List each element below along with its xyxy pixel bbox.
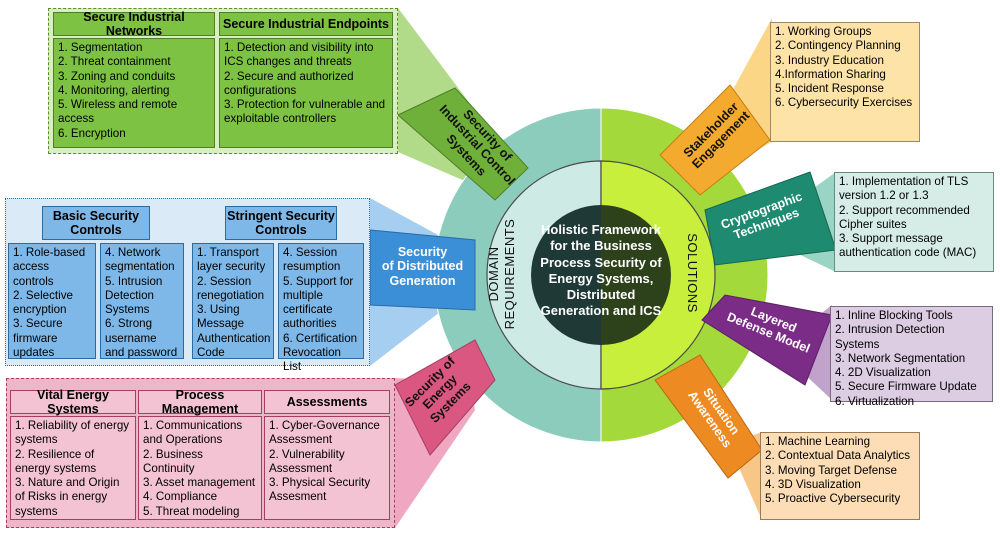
defense-notes: 1. Inline Blocking Tools 2. Intrusion De… (830, 306, 993, 408)
crypto-notes: 1. Implementation of TLS version 1.2 or … (834, 172, 994, 272)
distributed-tab-label: Security of Distributed Generation (381, 245, 464, 288)
ics-col2-body: 1. Detection and visibility into ICS cha… (219, 38, 393, 148)
distributed-stringent-right: 4. Session resumption 5. Support for mul… (278, 243, 364, 373)
distributed-basic-right: 4. Network segmentation 5. Intrusion Det… (100, 243, 184, 359)
ics-tab (397, 87, 529, 201)
solutions-label: SOLUTIONS (685, 233, 700, 313)
energy-col1-body: 1. Reliability of energy systems 2. Resi… (10, 416, 136, 520)
distributed-stringent-left: 1. Transport layer security 2. Session r… (192, 243, 274, 359)
ics-col1-header: Secure Industrial Networks (53, 10, 215, 38)
center-title: Holistic Framework for the Business Proc… (540, 222, 662, 319)
situation-notes: 1. Machine Learning 2. Contextual Data A… (760, 432, 920, 520)
energy-col3-body: 1. Cyber-Governance Assessment 2. Vulner… (264, 416, 390, 520)
ics-col1-body: 1. Segmentation 2. Threat containment 3.… (53, 38, 215, 148)
energy-col2-body: 1. Communications and Operations 2. Busi… (138, 416, 262, 520)
distributed-stringent-header: Stringent Security Controls (225, 206, 337, 240)
distributed-tab (369, 229, 476, 311)
stakeholder-notes: 1. Working Groups 2. Contingency Plannin… (770, 22, 920, 142)
domain-requirements-label: DOMAIN REQUIREMENTS (486, 218, 517, 330)
center-left (531, 205, 601, 345)
distributed-basic-left: 1. Role-based access controls 2. Selecti… (8, 243, 96, 359)
ics-col2-header: Secure Industrial Endpoints (219, 12, 393, 36)
energy-tab (394, 339, 496, 456)
distributed-basic-header: Basic Security Controls (42, 206, 150, 240)
energy-col2-header: Process Management (138, 388, 262, 416)
center-right (601, 205, 671, 345)
energy-col1-header: Vital Energy Systems (10, 388, 136, 416)
energy-col3-header: Assessments (264, 390, 390, 414)
